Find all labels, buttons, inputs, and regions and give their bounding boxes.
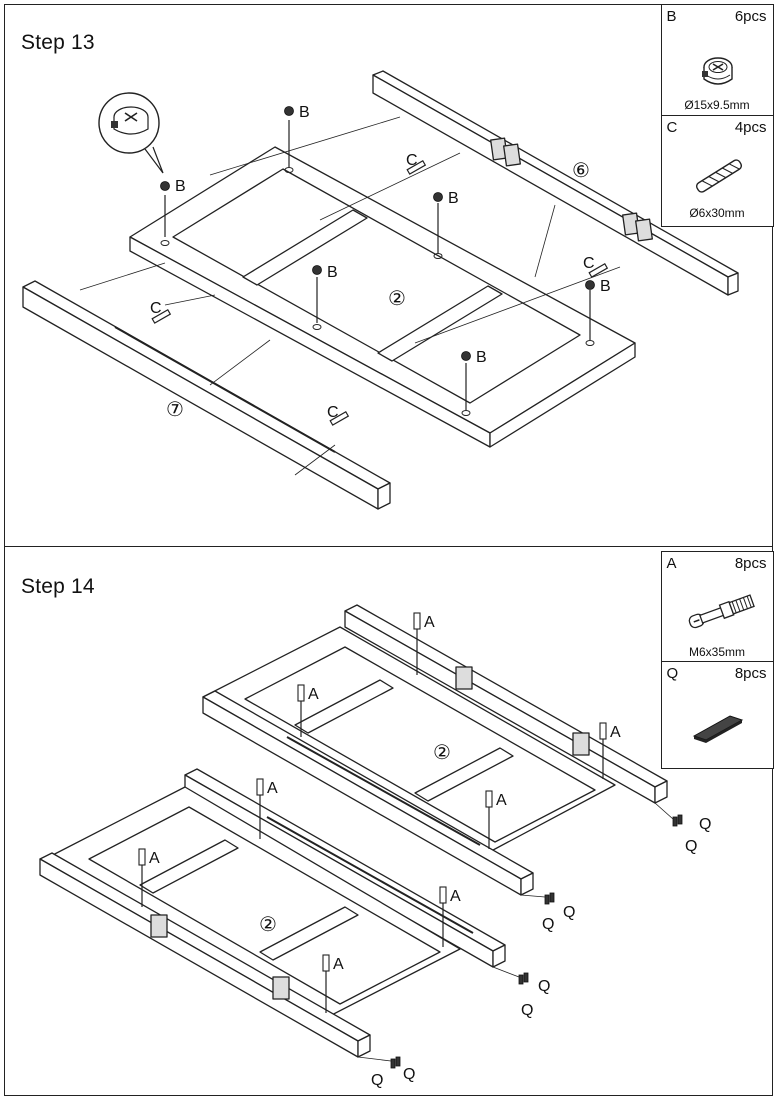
- label-q-8: Q: [371, 1072, 383, 1089]
- part-q-qty: 8pcs: [734, 665, 767, 682]
- step-14-panel: Step 14 A 8pcs M6x35mm Q 8pcs: [4, 546, 774, 1096]
- label-part-2: ②: [388, 288, 406, 310]
- part-b-cell: B 6pcs Ø15x9.5mm: [661, 5, 773, 116]
- part-a-qty: 8pcs: [734, 555, 767, 572]
- label-a-1: A: [424, 614, 435, 631]
- part-b-size: Ø15x9.5mm: [684, 97, 750, 112]
- step-13-panel: Step 13 B 6pcs Ø15x9.5mm C 4pcs: [4, 3, 774, 547]
- cam-bolt-icon: [688, 594, 755, 629]
- part-q-letter: Q: [666, 665, 679, 682]
- label-q-1: Q: [699, 816, 711, 833]
- part-c-cell: C 4pcs Ø6x30mm: [662, 116, 773, 225]
- label-a-6: A: [149, 850, 160, 867]
- part-a-size: M6x35mm: [688, 645, 745, 659]
- label-c-3: C: [150, 300, 162, 317]
- label-b-2: B: [299, 104, 310, 121]
- label-b-3: B: [448, 190, 459, 207]
- label-a-7: A: [450, 888, 461, 905]
- part-c-qty: 4pcs: [734, 118, 767, 136]
- label-q-5: Q: [538, 978, 550, 995]
- label-b-6: B: [600, 278, 611, 295]
- label-a-3: A: [610, 724, 621, 741]
- label-c-4: C: [327, 404, 339, 421]
- step-14-title: Step 14: [21, 575, 95, 598]
- label-a-4: A: [267, 780, 278, 797]
- cam-lock-icon: [701, 56, 733, 85]
- felt-pad-icon: [692, 715, 743, 743]
- label-q-3: Q: [563, 904, 575, 921]
- label-a-2: A: [308, 686, 319, 703]
- label-c-1: C: [406, 152, 418, 169]
- part-b-letter: B: [666, 7, 677, 25]
- step-13-title: Step 13: [21, 31, 95, 54]
- label-q-7: Q: [403, 1066, 415, 1083]
- part-a-cell: A 8pcs M6x35mm: [661, 552, 773, 662]
- label-q-4: Q: [542, 916, 554, 933]
- part-c-size: Ø6x30mm: [689, 205, 745, 220]
- step-14-parts-box: A 8pcs M6x35mm Q 8pcs: [660, 551, 774, 769]
- label-q-6: Q: [521, 1002, 533, 1019]
- part-c-letter: C: [666, 118, 678, 136]
- label-part-6: ⑥: [572, 160, 590, 182]
- label-b-1: B: [175, 178, 186, 195]
- part-q-cell: Q 8pcs: [662, 662, 773, 767]
- step-13-assembly-drawing: B B B B B B C C C C ⑥ ② ⑦: [22, 70, 739, 510]
- label-part-2-upper: ②: [433, 742, 451, 764]
- label-part-7: ⑦: [166, 399, 184, 421]
- step-13-parts-box: B 6pcs Ø15x9.5mm C 4pcs Ø6x30mm: [660, 3, 774, 227]
- label-a-5: A: [496, 792, 507, 809]
- label-q-2: Q: [685, 838, 697, 855]
- wooden-dowel-icon: [695, 158, 742, 193]
- label-b-5: B: [476, 349, 487, 366]
- label-b-4: B: [327, 264, 338, 281]
- part-a-letter: A: [666, 555, 677, 572]
- label-part-2-lower: ②: [259, 914, 277, 936]
- label-c-2: C: [583, 255, 595, 272]
- label-a-8: A: [333, 956, 344, 973]
- step-14-assembly-drawing: A A A A A A A A Q Q Q Q Q Q Q Q ② ②: [39, 604, 711, 1089]
- part-b-qty: 6pcs: [734, 7, 767, 25]
